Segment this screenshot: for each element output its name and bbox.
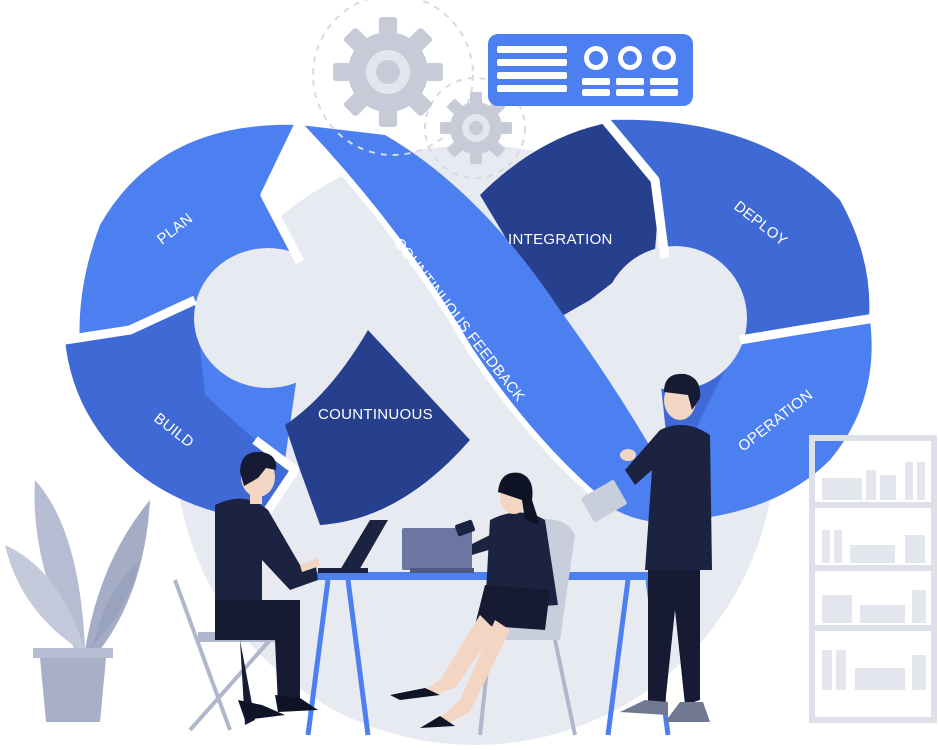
integration-segment [480,122,660,320]
segment-separators [64,117,876,525]
right-loop-hole [603,246,747,390]
clipboard-icon [581,480,627,522]
continuous-segment [285,330,470,525]
devops-infinity-loop [64,117,876,525]
gear-dashed-orbit-small [424,77,526,179]
label-continuous: COUNTINUOUS [318,406,433,423]
standing-man [620,373,712,722]
dashboard-widget-icon [488,34,693,106]
gear-icon [440,92,512,164]
gear-dashed-orbit [312,0,474,156]
bookshelf-icon [809,435,937,723]
left-loop-hole [194,248,342,388]
laptop-icon [402,528,474,573]
feedback-band [300,125,690,523]
seated-woman [390,472,577,736]
label-integration: INTEGRATION [508,231,613,248]
operation-segment [680,320,872,520]
gears [312,0,526,179]
feedback-band-edge [297,122,602,503]
seated-man [173,451,320,732]
gear-icon [333,17,443,127]
laptop-icon [318,520,388,573]
potted-plant-icon [5,480,150,722]
bookshelf-books [822,462,926,690]
tablet-icon [455,519,475,537]
